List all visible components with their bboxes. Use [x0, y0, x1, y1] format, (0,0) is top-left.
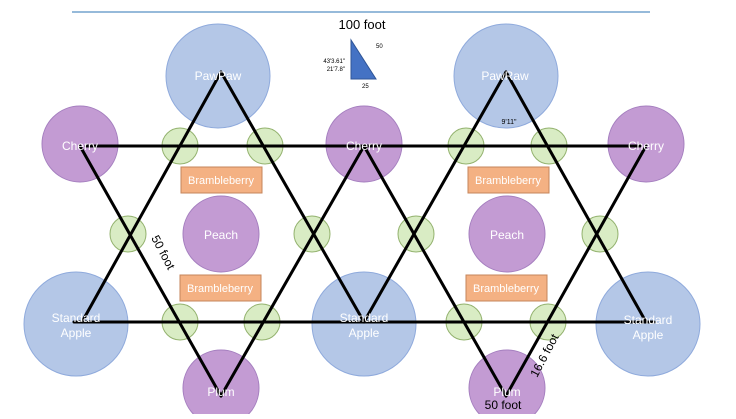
- grid-line: [219, 70, 366, 324]
- cherry-tree-right: [607, 105, 685, 183]
- junction-node: [581, 215, 619, 253]
- apple-tree-right: [595, 271, 701, 377]
- apple-tree-left: [23, 271, 129, 377]
- peach-label-left: Peach: [204, 228, 238, 242]
- plum-label-left: Plum: [207, 385, 234, 399]
- pawpaw-label-right: PawRaw: [481, 69, 529, 83]
- apple-label-right-line1: Standard: [624, 313, 673, 327]
- peach-label-right: Peach: [490, 228, 524, 242]
- bottom-50-foot-label: 50 foot: [485, 398, 522, 412]
- cherry-label-left: Cherry: [62, 139, 98, 153]
- scale-triangle: [350, 38, 377, 80]
- brambleberry-label-bottom-left: Brambleberry: [187, 283, 254, 295]
- brambleberry-box-top-left: [180, 166, 263, 194]
- grid-line: [362, 144, 508, 398]
- pawpaw-label-left: PawPaw: [195, 69, 242, 83]
- brambleberry-label-bottom-right: Brambleberry: [473, 283, 540, 295]
- side-50-foot-label: 50 foot: [148, 233, 178, 273]
- brambleberry-boxes: [179, 166, 550, 302]
- grid-line: [504, 144, 648, 398]
- plum-label-right: Plum: [493, 385, 520, 399]
- peach-tree-right: [468, 195, 546, 273]
- brambleberry-box-bottom-right: [465, 274, 548, 302]
- apple-label-left-line2: Apple: [61, 326, 92, 340]
- cherry-tree-left: [41, 105, 119, 183]
- triangle-hyp-line2: 21'7.8": [327, 67, 345, 73]
- triangle-side-label: 50: [376, 44, 383, 50]
- diagonal-16-foot-label: 16.6 foot: [527, 331, 562, 379]
- large-trees: [23, 23, 701, 419]
- pawpaw-tree-right: [453, 23, 559, 129]
- triangle-base-label: 25: [362, 84, 369, 90]
- peach-tree-left: [182, 195, 260, 273]
- brambleberry-box-top-right: [467, 166, 550, 194]
- triangle-hyp-line1: 43'3.61": [323, 59, 345, 65]
- grid-line: [78, 144, 223, 398]
- brambleberry-label-top-right: Brambleberry: [475, 175, 542, 187]
- cherry-label-mid: Cherry: [346, 139, 382, 153]
- cherry-label-right: Cherry: [628, 139, 664, 153]
- plum-tree-left: [182, 349, 260, 419]
- gap-measurement-label: 9'11": [502, 119, 517, 126]
- top-distance-label: 100 foot: [339, 17, 386, 32]
- grid-line: [80, 70, 223, 324]
- apple-label-right-line2: Apple: [633, 328, 664, 342]
- brambleberry-box-bottom-left: [179, 274, 262, 302]
- cherry-tree-mid: [325, 105, 403, 183]
- grid-lines: [72, 70, 656, 398]
- grid-line: [362, 70, 508, 324]
- grid-line: [219, 144, 366, 398]
- apple-tree-mid: [311, 271, 417, 377]
- junction-node: [397, 215, 435, 253]
- apple-label-mid-line1: Standard: [340, 311, 389, 325]
- brambleberry-label-top-left: Brambleberry: [188, 175, 255, 187]
- apple-label-left-line1: Standard: [52, 311, 101, 325]
- grid-line: [504, 70, 648, 324]
- tree-labels: PawPaw PawRaw Cherry Cherry Cherry Peach…: [52, 69, 673, 399]
- apple-label-mid-line2: Apple: [349, 326, 380, 340]
- brambleberry-labels: Brambleberry Brambleberry Brambleberry B…: [187, 175, 542, 295]
